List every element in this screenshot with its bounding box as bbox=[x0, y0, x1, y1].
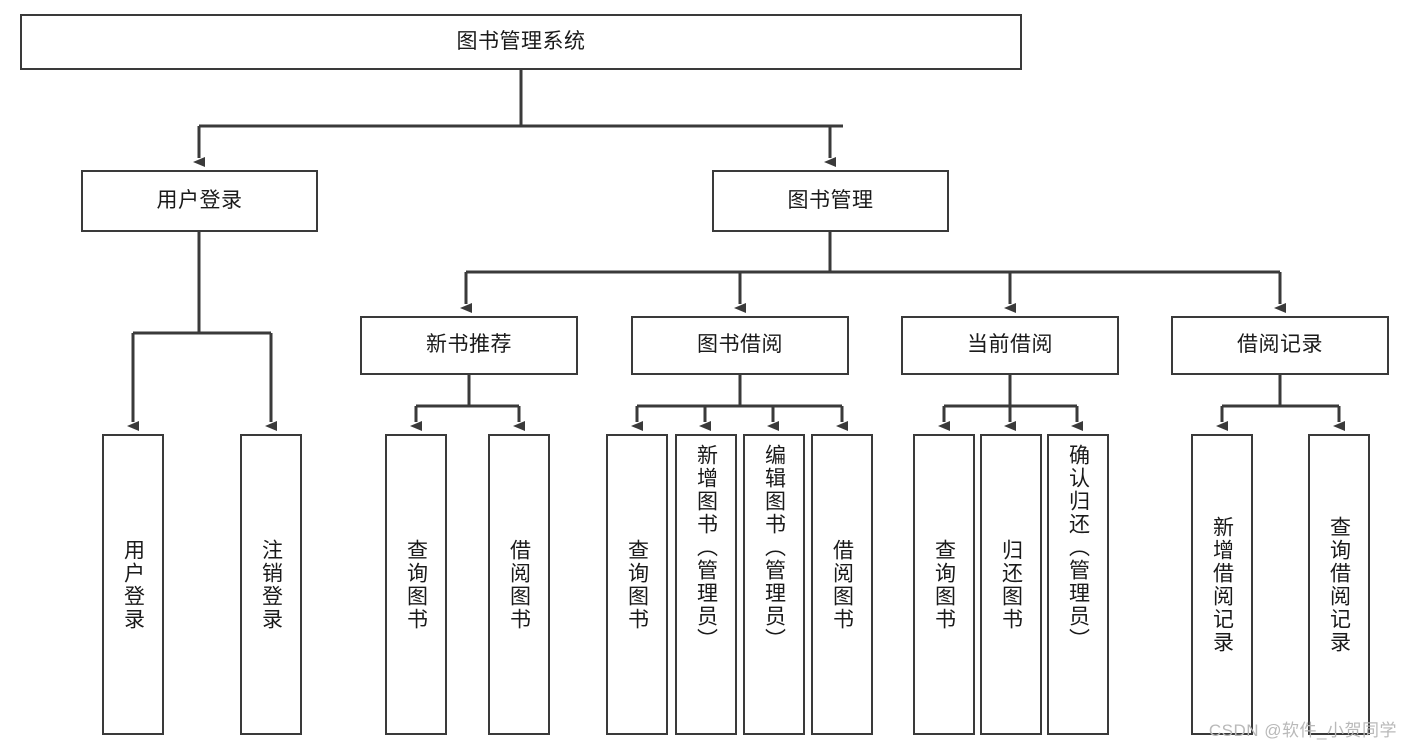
node-book-borrow[interactable]: 图书借阅 bbox=[631, 316, 849, 375]
node-book-mgmt[interactable]: 图书管理 bbox=[712, 170, 949, 232]
node-leaf-add-record[interactable]: 新增借阅记录 bbox=[1191, 434, 1253, 735]
node-borrow-record[interactable]: 借阅记录 bbox=[1171, 316, 1389, 375]
node-root[interactable]: 图书管理系统 bbox=[20, 14, 1022, 70]
node-leaf-query-book-1-label: 查询图书 bbox=[404, 538, 428, 631]
node-leaf-user-login-label: 用户登录 bbox=[121, 538, 145, 631]
node-book-borrow-label: 图书借阅 bbox=[697, 333, 783, 357]
node-leaf-query-book-1[interactable]: 查询图书 bbox=[385, 434, 447, 735]
node-leaf-borrow-book-2[interactable]: 借阅图书 bbox=[811, 434, 873, 735]
node-leaf-query-book-3[interactable]: 查询图书 bbox=[913, 434, 975, 735]
node-leaf-logout-label: 注销登录 bbox=[259, 538, 283, 631]
node-new-book-rec[interactable]: 新书推荐 bbox=[360, 316, 578, 375]
node-current-borrow-label: 当前借阅 bbox=[967, 333, 1053, 357]
node-leaf-query-record-label: 查询借阅记录 bbox=[1327, 515, 1351, 654]
node-leaf-return-book[interactable]: 归还图书 bbox=[980, 434, 1042, 735]
node-user-login-label: 用户登录 bbox=[156, 188, 243, 212]
node-leaf-user-login[interactable]: 用户登录 bbox=[102, 434, 164, 735]
node-leaf-add-book[interactable]: 新增图书（管理员） bbox=[675, 434, 737, 735]
node-leaf-confirm-return-label: 确认归还（管理员） bbox=[1066, 444, 1090, 651]
node-leaf-edit-book-label: 编辑图书（管理员） bbox=[762, 444, 786, 651]
node-leaf-borrow-book-2-label: 借阅图书 bbox=[830, 538, 854, 631]
node-new-book-rec-label: 新书推荐 bbox=[426, 333, 512, 357]
node-leaf-query-book-2[interactable]: 查询图书 bbox=[606, 434, 668, 735]
node-book-mgmt-label: 图书管理 bbox=[787, 188, 874, 212]
node-user-login[interactable]: 用户登录 bbox=[81, 170, 318, 232]
node-leaf-query-book-3-label: 查询图书 bbox=[932, 538, 956, 631]
node-leaf-borrow-book-1-label: 借阅图书 bbox=[507, 538, 531, 631]
node-root-label: 图书管理系统 bbox=[456, 29, 586, 53]
node-leaf-add-record-label: 新增借阅记录 bbox=[1210, 515, 1234, 654]
node-leaf-edit-book[interactable]: 编辑图书（管理员） bbox=[743, 434, 805, 735]
node-leaf-query-record[interactable]: 查询借阅记录 bbox=[1308, 434, 1370, 735]
node-borrow-record-label: 借阅记录 bbox=[1237, 333, 1323, 357]
node-leaf-return-book-label: 归还图书 bbox=[999, 538, 1023, 631]
node-leaf-query-book-2-label: 查询图书 bbox=[625, 538, 649, 631]
node-current-borrow[interactable]: 当前借阅 bbox=[901, 316, 1119, 375]
node-leaf-add-book-label: 新增图书（管理员） bbox=[694, 444, 718, 651]
node-leaf-confirm-return[interactable]: 确认归还（管理员） bbox=[1047, 434, 1109, 735]
node-leaf-logout[interactable]: 注销登录 bbox=[240, 434, 302, 735]
node-leaf-borrow-book-1[interactable]: 借阅图书 bbox=[488, 434, 550, 735]
